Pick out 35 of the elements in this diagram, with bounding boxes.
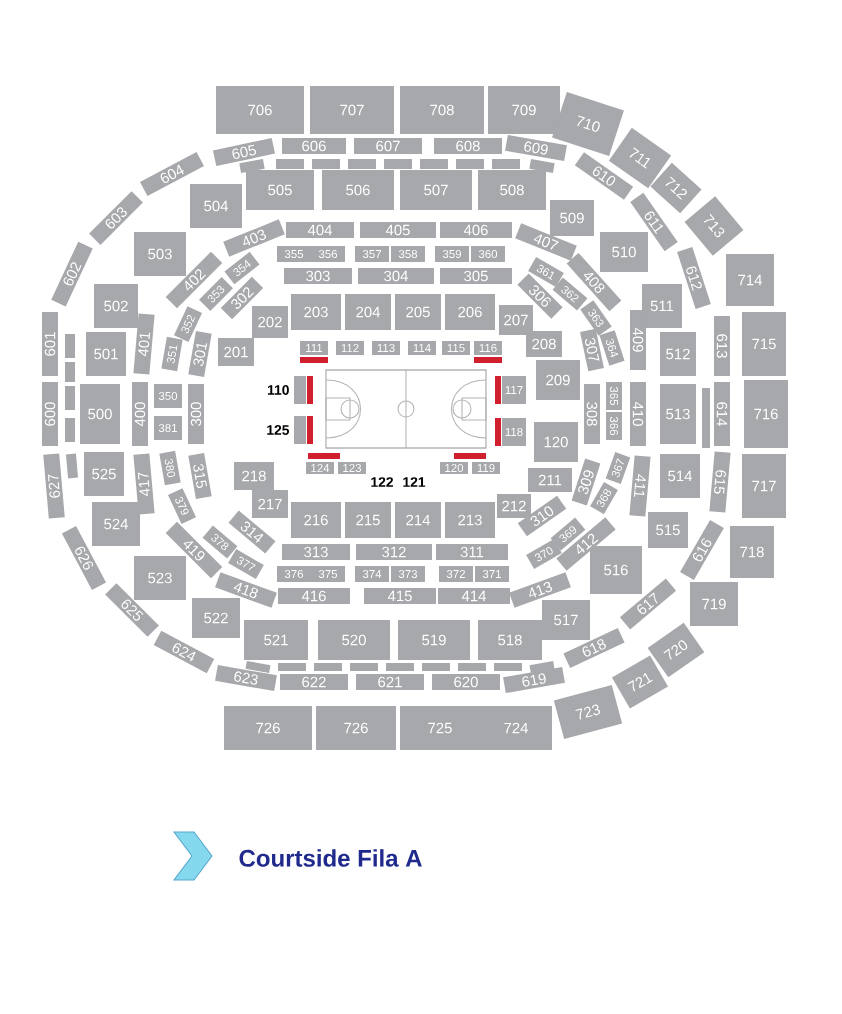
seat-block [294,416,306,444]
seat-block [294,376,306,404]
courtside-seats [307,376,313,404]
suite-box [239,159,265,173]
suite-box [65,362,75,382]
suite-box [456,159,484,169]
courtside-seats [495,418,501,446]
suite-box [245,661,271,674]
suite-box [312,159,340,169]
suite-box [65,453,79,479]
suite-box [492,159,520,169]
suite-box [702,388,710,448]
suite-box [65,386,75,410]
courtside-seats [300,357,328,363]
suite-box [386,663,414,671]
courtside-seats [474,357,502,363]
suite-box [494,663,522,671]
suite-box [278,663,306,671]
suite-box [276,159,304,169]
suite-box [458,663,486,671]
suite-box [384,159,412,169]
suite-box [529,661,555,674]
courtside-seats [307,416,313,444]
legend-label: Courtside Fila A [239,849,422,867]
suite-box [65,418,75,442]
suite-box [422,663,450,671]
suite-box [314,663,342,671]
suite-box [65,334,75,358]
suite-box [350,663,378,671]
courtside-seats [454,453,486,459]
suite-box [529,159,555,173]
courtside-seats [495,376,501,404]
suite-box [348,159,376,169]
courtside-seats [308,453,340,459]
suite-box [420,159,448,169]
